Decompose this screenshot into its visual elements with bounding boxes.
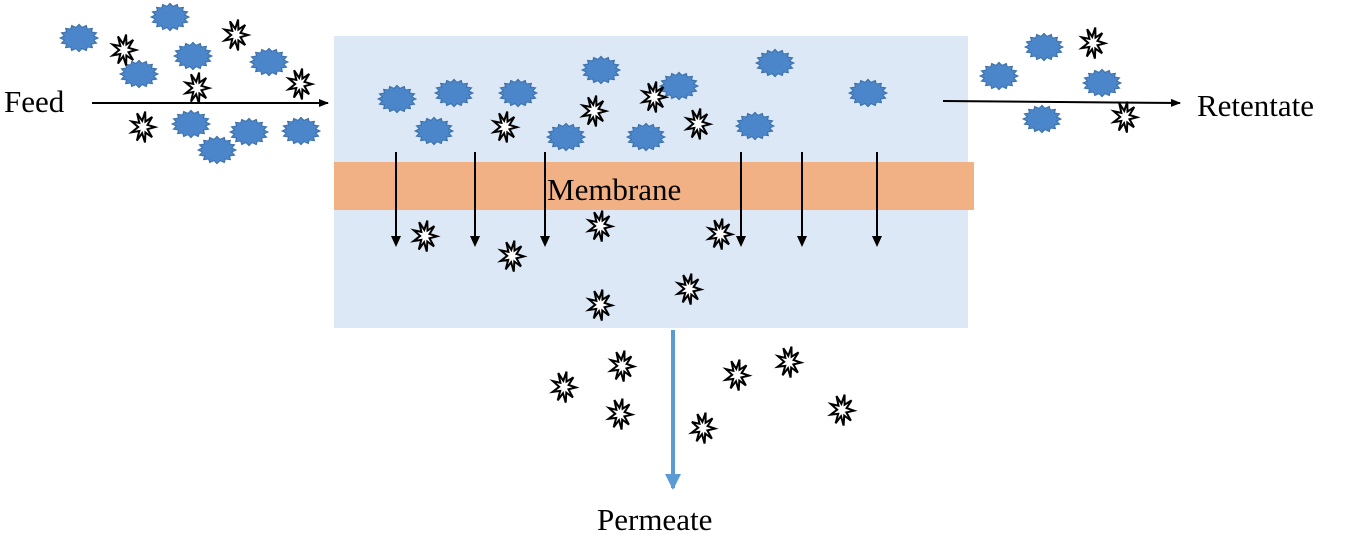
small-particle-icon xyxy=(1110,101,1141,133)
flux-arrowhead xyxy=(540,236,550,247)
flux-arrowhead xyxy=(470,236,480,247)
flux-arrows xyxy=(391,152,882,247)
small-particle-icon xyxy=(497,240,528,272)
small-particle-icon xyxy=(1078,27,1109,59)
permeate-arrowhead xyxy=(665,474,681,490)
membrane-label: Membrane xyxy=(547,172,682,207)
small-particle-icon xyxy=(182,72,213,104)
small-particle-icon xyxy=(705,218,736,250)
small-particle-icon xyxy=(688,412,719,444)
small-particle-icon xyxy=(585,289,616,321)
small-particle-icon xyxy=(128,111,159,143)
large-particle-icon xyxy=(658,71,700,101)
large-particle-icon xyxy=(580,55,622,85)
small-particle-icon xyxy=(605,398,636,430)
small-particle-icon xyxy=(109,34,140,66)
large-particle-icon xyxy=(149,2,191,32)
large-particle-icon xyxy=(497,78,539,108)
large-particle-icon xyxy=(280,116,322,146)
flux-arrowhead xyxy=(391,236,401,247)
large-particle-icon xyxy=(196,135,238,165)
large-particle-icon xyxy=(545,122,587,152)
small-particle-icon xyxy=(722,359,753,391)
small-particle-icon xyxy=(674,273,705,305)
large-particle-icon xyxy=(376,84,418,114)
small-particle-icon xyxy=(490,111,521,143)
flux-arrowhead xyxy=(736,236,746,247)
feed-label: Feed xyxy=(4,84,65,119)
small-particle-icon xyxy=(774,346,805,378)
small-particle-icon xyxy=(683,108,714,140)
large-particle-icon xyxy=(847,78,889,108)
large-particle-icon xyxy=(170,109,212,139)
membrane-band xyxy=(334,162,974,210)
retentate-arrow xyxy=(942,98,1181,107)
large-particle-icon xyxy=(1081,68,1123,98)
small-particle-icon xyxy=(221,19,252,51)
flux-arrowhead xyxy=(797,236,807,247)
small-particle-icon xyxy=(549,371,580,403)
small-particle-icon xyxy=(584,210,616,242)
large-particle-icon xyxy=(118,59,160,89)
large-particle-icon xyxy=(228,117,270,147)
small-particle-icon xyxy=(579,95,610,127)
large-particle-icon xyxy=(172,41,214,71)
large-particle-icon xyxy=(433,78,475,108)
retentate-label: Retentate xyxy=(1197,88,1315,123)
large-particle-icon xyxy=(978,61,1020,91)
small-particle-icon xyxy=(285,68,316,100)
large-particle-icon xyxy=(754,48,796,78)
large-particle-icon xyxy=(1021,104,1063,134)
permeate-label: Permeate xyxy=(597,502,713,537)
large-particle-icon xyxy=(1023,32,1065,62)
large-particle-icon xyxy=(413,116,455,146)
large-particle-icon xyxy=(248,47,290,77)
large-particle-icon xyxy=(734,111,776,141)
small-particle-icon xyxy=(639,81,670,113)
large-particle-icon xyxy=(58,23,100,53)
large-particle-icon xyxy=(625,122,667,152)
large-particles xyxy=(58,2,1123,165)
small-particle-icon xyxy=(409,220,441,252)
small-particles xyxy=(109,19,1141,444)
flux-arrowhead xyxy=(872,236,882,247)
small-particle-icon xyxy=(827,394,858,426)
small-particle-icon xyxy=(607,350,638,382)
